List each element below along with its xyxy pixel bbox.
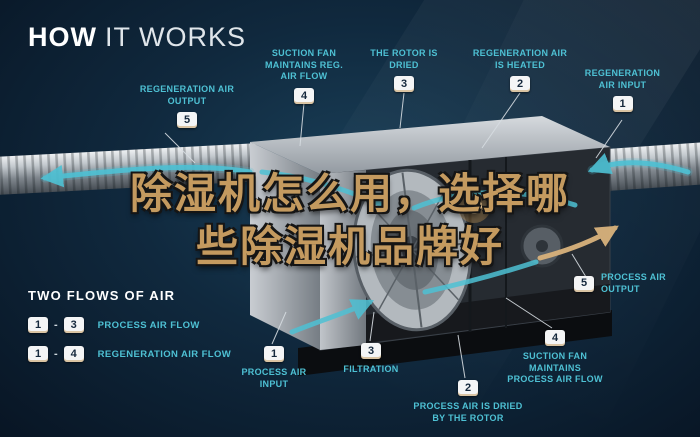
callout-regeneration-air-output: REGENERATION AIR OUTPUT 5 bbox=[128, 84, 246, 129]
badge-number: 2 bbox=[510, 76, 530, 93]
badge-number: 1 bbox=[264, 346, 284, 362]
overlay-chinese-text: 除湿机怎么用，选择哪 些除湿机品牌好 bbox=[50, 168, 650, 273]
callout-rotor-is-dried: THE ROTOR IS DRIED 3 bbox=[364, 48, 444, 93]
callout-label: SUCTION FAN MAINTAINS REG. AIR FLOW bbox=[264, 48, 344, 82]
heater bbox=[457, 189, 491, 223]
callout-label: FILTRATION bbox=[343, 364, 399, 374]
title-light: IT WORKS bbox=[104, 22, 246, 52]
callout-process-air-input: 1 PROCESS AIR INPUT bbox=[238, 346, 310, 390]
callout-regeneration-air-input: REGENERATION AIR INPUT 1 bbox=[580, 68, 665, 113]
leader-lines bbox=[164, 92, 623, 379]
badge-number: 4 bbox=[294, 88, 314, 105]
callout-suction-fan-process: 4 SUCTION FAN MAINTAINS PROCESS AIR FLOW bbox=[506, 330, 604, 386]
callout-label: THE ROTOR IS DRIED bbox=[370, 48, 438, 70]
badge-number: 5 bbox=[574, 275, 594, 292]
badge-number: 1 bbox=[612, 96, 633, 113]
badge-number: 3 bbox=[394, 76, 414, 93]
legend-separator: - bbox=[54, 348, 58, 360]
callout-label: PROCESS AIR INPUT bbox=[241, 367, 307, 389]
legend-two-flows: TWO FLOWS OF AIR 1 - 3 PROCESS AIR FLOW … bbox=[28, 288, 231, 375]
legend-row-process: 1 - 3 PROCESS AIR FLOW bbox=[28, 317, 231, 333]
callout-process-air-dried: 2 PROCESS AIR IS DRIED BY THE ROTOR bbox=[412, 380, 524, 424]
badge-number: 1 bbox=[28, 317, 48, 333]
badge-number: 1 bbox=[28, 346, 48, 362]
callout-label: PROCESS AIR IS DRIED BY THE ROTOR bbox=[413, 401, 523, 423]
callout-regeneration-air-heated: REGENERATION AIR IS HEATED 2 bbox=[468, 48, 572, 93]
callout-label: PROCESS AIR OUTPUT bbox=[601, 272, 666, 294]
rotor bbox=[352, 168, 472, 332]
callout-label: REGENERATION AIR IS HEATED bbox=[472, 48, 568, 70]
badge-number: 3 bbox=[63, 317, 84, 333]
badge-number: 3 bbox=[361, 343, 381, 359]
legend-heading: TWO FLOWS OF AIR bbox=[28, 288, 176, 303]
callout-label: REGENERATION AIR INPUT bbox=[584, 68, 661, 90]
machine-body bbox=[250, 116, 612, 376]
badge-number: 4 bbox=[63, 346, 84, 362]
legend-label: PROCESS AIR FLOW bbox=[97, 319, 200, 331]
process-airflow-arrows bbox=[289, 225, 619, 335]
callout-label: SUCTION FAN MAINTAINS PROCESS AIR FLOW bbox=[507, 351, 603, 385]
overlay-line-2: 些除湿机品牌好 bbox=[195, 221, 504, 271]
badge-number: 4 bbox=[545, 330, 565, 346]
legend-row-regeneration: 1 - 4 REGENERATION AIR FLOW bbox=[28, 346, 231, 362]
callout-filtration: 3 FILTRATION bbox=[332, 343, 410, 376]
legend-label: REGENERATION AIR FLOW bbox=[97, 348, 232, 360]
callout-suction-fan-reg: SUCTION FAN MAINTAINS REG. AIR FLOW 4 bbox=[256, 48, 352, 105]
badge-number: 5 bbox=[177, 112, 197, 129]
title-bold: HOW bbox=[28, 22, 97, 52]
regeneration-airflow-arrows bbox=[40, 153, 693, 211]
badge-number: 2 bbox=[458, 380, 478, 396]
overlay-line-1: 除湿机怎么用，选择哪 bbox=[129, 169, 570, 218]
callout-process-air-output: 5 PROCESS AIR OUTPUT bbox=[574, 272, 666, 295]
callout-label: REGENERATION AIR OUTPUT bbox=[139, 84, 235, 106]
legend-separator: - bbox=[54, 319, 58, 331]
